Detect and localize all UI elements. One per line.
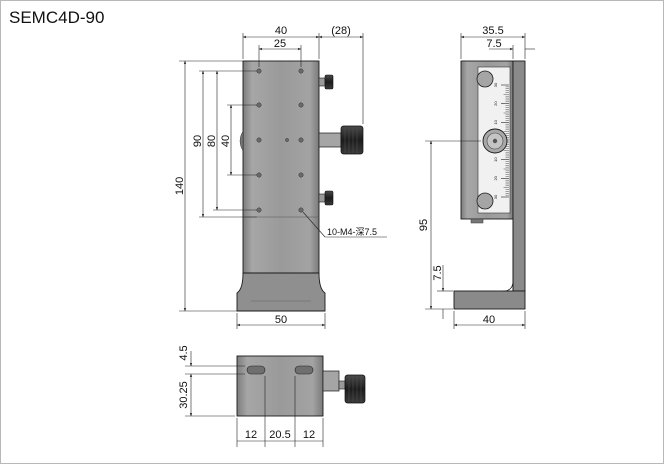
scale-label: 20: [493, 175, 498, 180]
front-stage-body: [242, 60, 320, 284]
dim-front-height-90: 90: [192, 135, 204, 147]
dim-front-height-140: 140: [174, 177, 186, 195]
side-bracket-upright: [512, 60, 526, 292]
dim-bottom-spacing-20-5: 20.5: [269, 429, 290, 441]
mount-hole: [285, 138, 289, 142]
mount-hole: [298, 207, 304, 213]
lock-screw-top: [318, 74, 334, 90]
dim-front-height-80: 80: [206, 135, 218, 147]
front-base-flange: [236, 272, 326, 312]
mount-hole: [256, 172, 262, 178]
dim-front-base-50: 50: [275, 314, 287, 326]
dim-bottom-30-25: 30.25: [178, 381, 190, 409]
dim-side-base-40: 40: [483, 314, 495, 326]
model-title: SEMC4D-90: [9, 8, 104, 27]
mount-hole: [256, 207, 262, 213]
micrometer-knob: [318, 125, 364, 155]
side-screw-top: [476, 70, 494, 88]
scale-label: 30: [493, 82, 498, 87]
front-guide-bump: [239, 130, 244, 152]
dim-side-base-7-5: 7.5: [432, 265, 444, 280]
scale-label: 20: [493, 101, 498, 106]
note-leader: [302, 211, 326, 238]
dim-front-height-40: 40: [220, 135, 232, 147]
mount-hole: [298, 137, 304, 143]
mount-hole: [298, 68, 304, 74]
mount-hole: [256, 137, 262, 143]
scale-label: 10: [493, 157, 498, 162]
bottom-base: [236, 355, 324, 417]
side-screw-bottom: [476, 192, 494, 210]
front-mounting-holes: [256, 68, 304, 213]
side-bracket-base: [453, 290, 526, 310]
dim-side-height-95: 95: [418, 219, 430, 231]
bottom-slot-right: [294, 365, 314, 375]
lock-screw-bottom: [318, 190, 334, 206]
dim-bottom-slot-12-left: 12: [245, 429, 257, 441]
mount-hole: [298, 102, 304, 108]
dim-bottom-4-5: 4.5: [178, 345, 190, 360]
scale-label: 10: [493, 119, 498, 124]
mount-hole: [256, 68, 262, 74]
mount-hole: [256, 102, 262, 108]
dim-front-top-40: 40: [275, 25, 287, 37]
side-view: 3020100102030 35.5 7.5 95 7.5 40: [418, 25, 535, 329]
bottom-knob: [322, 370, 366, 404]
dim-front-top-25: 25: [274, 38, 286, 50]
dim-front-knob-28: (28): [331, 25, 351, 37]
bottom-view: 4.5 30.25 12 20.5 12: [178, 345, 366, 447]
bottom-slot-left: [246, 365, 266, 375]
hole-note: 10-M4-深7.5: [327, 227, 377, 237]
mount-hole: [298, 172, 304, 178]
dim-side-top-7-5: 7.5: [486, 38, 501, 50]
dim-side-top-35-5: 35.5: [482, 25, 503, 37]
front-view: 40 25 (28) 140 90 80 40 50 10-M4-深7.5: [174, 25, 387, 329]
scale-label: 30: [493, 194, 498, 199]
dim-bottom-slot-12-right: 12: [303, 429, 315, 441]
